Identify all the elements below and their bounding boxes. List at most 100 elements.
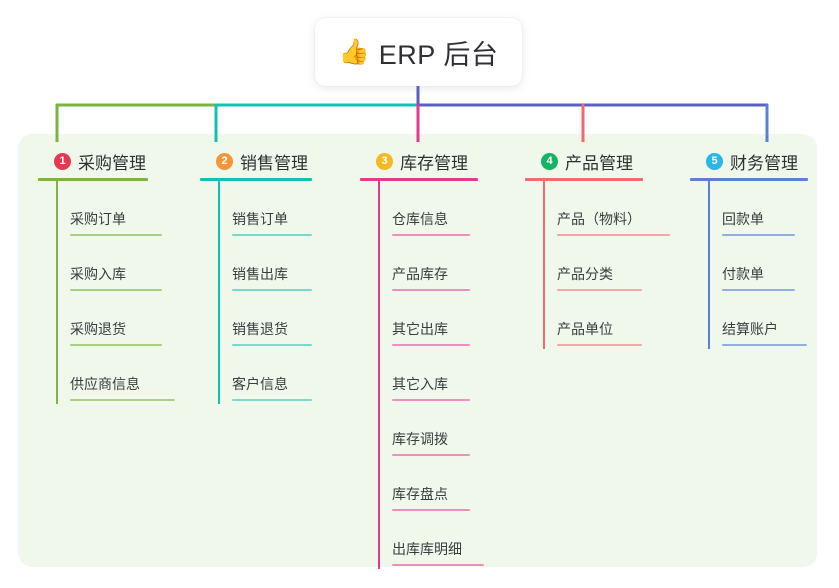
- item-rule: [557, 344, 642, 346]
- item-rule: [232, 234, 312, 236]
- item-rule: [557, 234, 670, 236]
- list-item[interactable]: 产品库存: [378, 236, 510, 291]
- item-rule: [392, 344, 470, 346]
- branch-backdrop-panel: [18, 134, 817, 567]
- list-item[interactable]: 其它出库: [378, 291, 510, 346]
- item-label: 其它出库: [392, 321, 448, 337]
- branch-header-4[interactable]: 4 产品管理: [525, 148, 680, 174]
- list-item[interactable]: 回款单: [708, 181, 825, 236]
- branch-badge-3: 3: [376, 152, 393, 170]
- root-title: ERP 后台: [378, 39, 499, 70]
- list-item[interactable]: 产品单位: [543, 291, 680, 346]
- branch-title-3: 库存管理: [400, 153, 468, 173]
- branch-badge-4: 4: [541, 152, 558, 170]
- list-item[interactable]: 采购入库: [56, 236, 188, 291]
- list-item[interactable]: 结算账户: [708, 291, 825, 346]
- root-node[interactable]: 👍 ERP 后台: [315, 18, 522, 86]
- item-rule: [232, 399, 312, 401]
- branch-badge-2: 2: [216, 152, 233, 170]
- item-label: 产品分类: [557, 266, 613, 282]
- item-label: 销售退货: [232, 321, 288, 337]
- item-rule: [722, 289, 795, 291]
- list-item[interactable]: 客户信息: [218, 346, 348, 401]
- item-label: 客户信息: [232, 376, 288, 392]
- item-label: 采购订单: [70, 211, 126, 227]
- branch-items-1: 采购订单 采购入库 采购退货 供应商信息: [38, 181, 188, 404]
- branch-spine-5: [708, 181, 710, 349]
- list-item[interactable]: 库存盘点: [378, 456, 510, 511]
- item-label: 库存调拨: [392, 431, 448, 447]
- branch-items-4: 产品（物料） 产品分类 产品单位: [525, 181, 680, 349]
- branch-items-3: 仓库信息 产品库存 其它出库 其它入库 库存调拨 库存盘点: [360, 181, 510, 569]
- item-label: 产品（物料）: [557, 211, 641, 227]
- branch-spine-4: [543, 181, 545, 349]
- item-label: 供应商信息: [70, 376, 140, 392]
- list-item[interactable]: 产品分类: [543, 236, 680, 291]
- branch-title-1: 采购管理: [78, 153, 146, 173]
- branch-header-2[interactable]: 2 销售管理: [200, 148, 348, 174]
- item-label: 仓库信息: [392, 211, 448, 227]
- item-rule: [70, 234, 162, 236]
- item-label: 产品库存: [392, 266, 448, 282]
- list-item[interactable]: 采购退货: [56, 291, 188, 346]
- item-label: 付款单: [722, 266, 764, 282]
- branch-title-5: 财务管理: [730, 153, 798, 173]
- branch-column-2: 2 销售管理 销售订单 销售出库 销售退货 客户信息: [200, 148, 348, 404]
- branch-column-1: 1 采购管理 采购订单 采购入库 采购退货 供应商信息: [38, 148, 188, 404]
- item-rule: [722, 344, 807, 346]
- item-label: 库存盘点: [392, 486, 448, 502]
- list-item[interactable]: 产品（物料）: [543, 181, 680, 236]
- list-item[interactable]: 供应商信息: [56, 346, 188, 401]
- root-node-content: 👍 ERP 后台: [339, 33, 499, 72]
- item-rule: [232, 289, 312, 291]
- item-label: 采购退货: [70, 321, 126, 337]
- list-item[interactable]: 其它入库: [378, 346, 510, 401]
- branch-header-1[interactable]: 1 采购管理: [38, 148, 188, 174]
- branch-header-rule-4: [525, 178, 643, 181]
- item-rule: [70, 399, 175, 401]
- item-rule: [392, 399, 470, 401]
- branch-spine-1: [56, 181, 58, 404]
- branch-header-rule-3: [360, 178, 478, 181]
- branch-title-4: 产品管理: [565, 153, 633, 173]
- item-rule: [722, 234, 795, 236]
- list-item[interactable]: 出库库明细: [378, 511, 510, 566]
- item-label: 销售订单: [232, 211, 288, 227]
- list-item[interactable]: 销售退货: [218, 291, 348, 346]
- list-item[interactable]: 仓库信息: [378, 181, 510, 236]
- branch-header-rule-1: [38, 178, 148, 181]
- branch-badge-1: 1: [54, 152, 71, 170]
- item-label: 回款单: [722, 211, 764, 227]
- item-rule: [392, 289, 470, 291]
- item-rule: [392, 454, 470, 456]
- branch-items-2: 销售订单 销售出库 销售退货 客户信息: [200, 181, 348, 404]
- branch-badge-5: 5: [706, 152, 723, 170]
- item-label: 其它入库: [392, 376, 448, 392]
- list-item[interactable]: 付款单: [708, 236, 825, 291]
- item-rule: [392, 509, 470, 511]
- branch-column-5: 5 财务管理 回款单 付款单 结算账户: [690, 148, 825, 349]
- list-item[interactable]: 库存调拨: [378, 401, 510, 456]
- branch-spine-2: [218, 181, 220, 404]
- list-item[interactable]: 采购订单: [56, 181, 188, 236]
- thumbs-up-icon: 👍: [338, 37, 370, 66]
- item-label: 出库库明细: [392, 541, 462, 557]
- item-label: 结算账户: [722, 321, 778, 337]
- branch-header-rule-2: [200, 178, 312, 181]
- item-label: 产品单位: [557, 321, 613, 337]
- list-item[interactable]: 销售出库: [218, 236, 348, 291]
- item-rule: [232, 344, 312, 346]
- branch-items-5: 回款单 付款单 结算账户: [690, 181, 825, 349]
- item-rule: [70, 344, 162, 346]
- branch-header-3[interactable]: 3 库存管理: [360, 148, 510, 174]
- item-rule: [557, 289, 642, 291]
- branch-spine-3: [378, 181, 380, 569]
- item-label: 采购入库: [70, 266, 126, 282]
- branch-header-rule-5: [690, 178, 808, 181]
- item-rule: [392, 564, 484, 566]
- list-item[interactable]: 销售订单: [218, 181, 348, 236]
- branch-header-5[interactable]: 5 财务管理: [690, 148, 825, 174]
- branch-column-3: 3 库存管理 仓库信息 产品库存 其它出库 其它入库 库存调拨: [360, 148, 510, 569]
- branch-title-2: 销售管理: [240, 153, 308, 173]
